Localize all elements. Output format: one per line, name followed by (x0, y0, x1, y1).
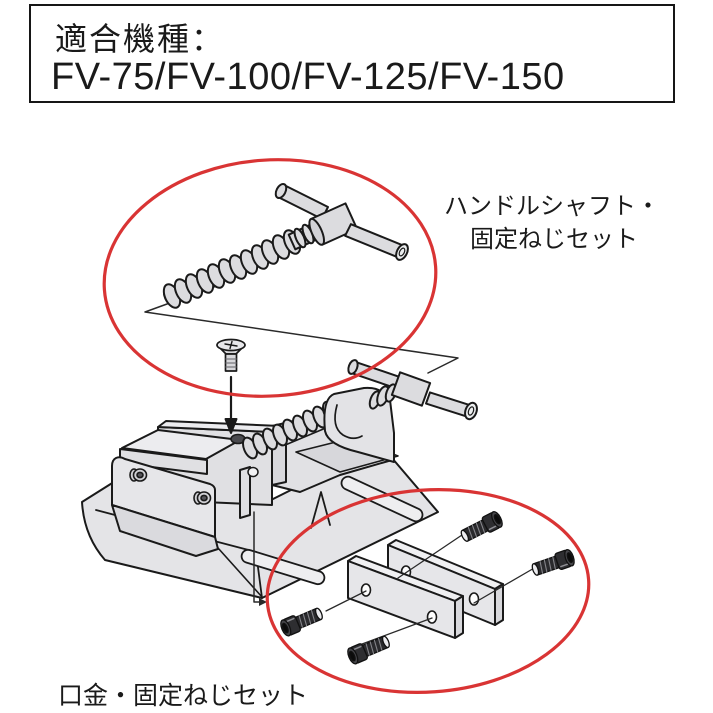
jaw-plate-screws (129, 468, 212, 505)
vise-screw-and-handle (242, 359, 478, 463)
handle-shaft-part (162, 183, 409, 309)
vise-screw-threads (242, 400, 338, 460)
socket-screw (277, 604, 326, 639)
jaw-set-callout: 口金・固定ねじセット (58, 682, 309, 710)
screw-leader-lines (325, 534, 537, 648)
bracket-arch (334, 404, 363, 440)
jaw-chamfer (111, 504, 219, 557)
vise-handle-hub (390, 371, 432, 407)
red-circle-handle-shaft (102, 158, 438, 398)
cross-recess (224, 340, 238, 350)
flat-head-screw (216, 338, 246, 372)
shaft-threads (162, 229, 302, 309)
casting-mark (310, 491, 331, 529)
base-slot-front (240, 548, 326, 586)
down-arrow (224, 375, 238, 434)
compatible-models-box: 適合機種： FV-75/FV-100/FV-125/FV-150 (29, 4, 675, 103)
t-handle-end-face (395, 243, 409, 261)
jaw-plates (347, 539, 504, 639)
socket-screw (344, 632, 393, 667)
socket-screw (529, 547, 578, 580)
handle-shaft-callout-line1: ハンドルシャフト・ (444, 193, 660, 220)
jaw-leader-line (253, 511, 267, 606)
red-circle-jaw-set (265, 488, 591, 694)
guide-rail (239, 466, 251, 519)
model-numbers: FV-75/FV-100/FV-125/FV-150 (51, 56, 565, 98)
t-handle-end-cap (274, 183, 288, 199)
handle-shaft-callout-line2: 固定ねじセット (470, 226, 638, 253)
front-plate-side (454, 595, 464, 639)
socket-screw (457, 509, 506, 546)
vise-handle-end-face (464, 401, 478, 421)
compatible-models-heading: 適合機種： (55, 21, 226, 57)
base-slot-rear (340, 475, 424, 523)
